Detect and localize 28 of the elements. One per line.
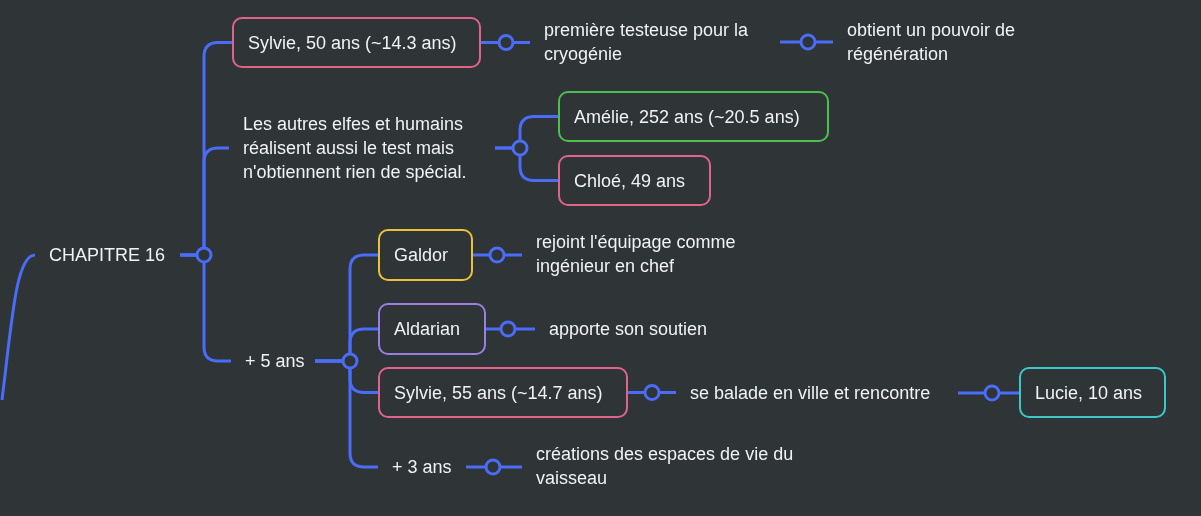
topic-box: Aldarian [378,303,486,355]
topic-text: Les autres elfes et humains réalisent aussi le test mais n'obtiennent rien de spécial. [229,109,495,187]
connector-line [466,465,522,469]
topic-box: Lucie, 10 ans [1019,367,1166,418]
topic-text: apporte son soutien [535,316,745,342]
connector-line [315,359,378,469]
connector-line [958,391,1019,395]
connector-line [780,40,833,44]
connector-line [481,41,530,44]
connector-line [0,253,36,401]
topic-text: première testeuse pour la cryogénie [530,18,780,66]
topic-text: CHAPITRE 16 [35,242,180,268]
topic-box: Amélie, 252 ans (~20.5 ans) [558,91,829,142]
topic-text: créations des espaces de vie du vaisseau [522,441,822,491]
topic-text: se balade en ville et rencontre [676,380,958,406]
topic-text: + 3 ans [378,455,466,479]
topic-box: Sylvie, 50 ans (~14.3 ans) [232,17,481,68]
topic-box: Galdor [378,229,473,281]
topic-box: Chloé, 49 ans [558,155,711,206]
topic-box: Sylvie, 55 ans (~14.7 ans) [378,367,628,418]
topic-text: rejoint l'équipage comme ingénieur en chef [522,230,782,278]
topic-text: + 5 ans [231,349,315,373]
topic-text: obtient un pouvoir de régénération [833,18,1053,66]
connector-line [495,146,558,182]
connector-line [628,391,676,394]
connector-line [486,327,535,331]
connector-line [180,253,231,363]
connector-line [473,253,522,257]
